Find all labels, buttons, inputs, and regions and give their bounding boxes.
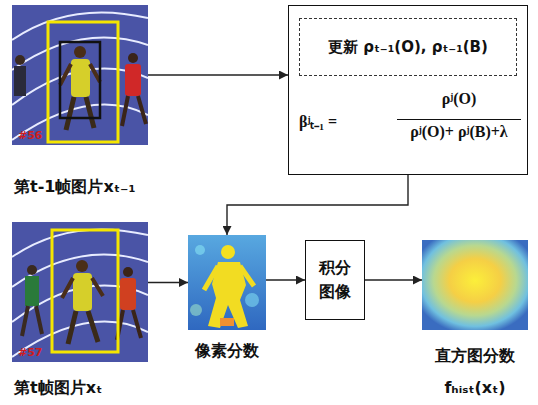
illustration-part <box>12 222 148 362</box>
illustration-part <box>27 265 37 275</box>
illustration-part <box>195 245 205 255</box>
arrow-connector <box>148 282 188 283</box>
illustration-part <box>60 64 100 85</box>
pixel-score-map <box>188 235 266 330</box>
illustration-part <box>188 235 266 330</box>
illustration-part <box>245 293 259 307</box>
illustration-part <box>66 97 94 130</box>
illustration-part <box>73 273 92 311</box>
process-text: 积分图像 <box>318 256 352 304</box>
formula-box: βʲₜ₋₁ = ρʲ(O) ρʲ(O)+ ρʲ(B)+λ 更新 ρₜ₋₁(O), ρₜ… <box>288 5 528 175</box>
illustration-part <box>62 278 103 298</box>
illustration-part <box>48 22 118 142</box>
image-frame: #57第t帧图片xₜ <box>12 222 148 362</box>
illustration-part <box>76 260 88 272</box>
illustration-part <box>120 278 136 310</box>
formula-lhs: βʲₜ₋₁ = <box>299 110 337 132</box>
image-caption: 像素分数 <box>195 341 259 362</box>
histogram-score-image: 直方图分数 fₕᵢₛₜ(xₜ) <box>422 240 528 330</box>
illustration-part <box>22 306 42 336</box>
frame-number: #57 <box>18 346 43 359</box>
illustration-part <box>52 230 118 352</box>
illustration-part <box>221 245 235 259</box>
histogram-score-map <box>422 240 528 330</box>
process-box: 积分图像 <box>305 240 365 320</box>
illustration-part <box>68 311 98 344</box>
frame-number: #56 <box>18 129 43 142</box>
update-text: 更新 ρₜ₋₁(O), ρₜ₋₁(B) <box>328 38 488 57</box>
illustration-part <box>74 46 86 58</box>
illustration-part <box>123 267 133 277</box>
illustration-part <box>14 66 26 96</box>
illustration-part <box>125 64 141 96</box>
image-caption: 第t帧图片xₜ <box>14 378 102 399</box>
illustration-part <box>122 96 146 126</box>
illustration-part <box>128 53 138 63</box>
frame-photo <box>12 222 148 362</box>
formula-denominator: ρʲ(O)+ ρʲ(B)+λ <box>397 119 521 141</box>
illustration-part <box>60 42 100 118</box>
image-caption: 直方图分数 fₕᵢₛₜ(xₜ) <box>416 340 534 404</box>
illustration-part <box>71 59 90 97</box>
illustration-part <box>220 318 234 326</box>
arrow-connector <box>148 74 288 75</box>
illustration-part <box>12 5 148 145</box>
illustration-part <box>12 12 148 40</box>
frame-photo <box>12 5 148 145</box>
arrow-connector <box>266 279 305 280</box>
image-frame: #56第t-1帧图片xₜ₋₁ <box>12 5 148 145</box>
arrow-connector <box>227 175 408 235</box>
illustration-part <box>12 229 148 257</box>
illustration-part <box>204 266 254 290</box>
update-box: 更新 ρₜ₋₁(O), ρₜ₋₁(B) <box>299 18 517 76</box>
illustration-part <box>15 55 25 65</box>
formula-numerator: ρʲ(O) <box>397 90 521 108</box>
image-caption: 第t-1帧图片xₜ₋₁ <box>14 177 135 198</box>
illustration-part <box>117 310 141 340</box>
pixel-score-image: 像素分数 <box>188 235 266 330</box>
illustration-part <box>25 276 39 306</box>
illustration-part <box>190 304 202 316</box>
arrow-connector <box>365 279 422 280</box>
